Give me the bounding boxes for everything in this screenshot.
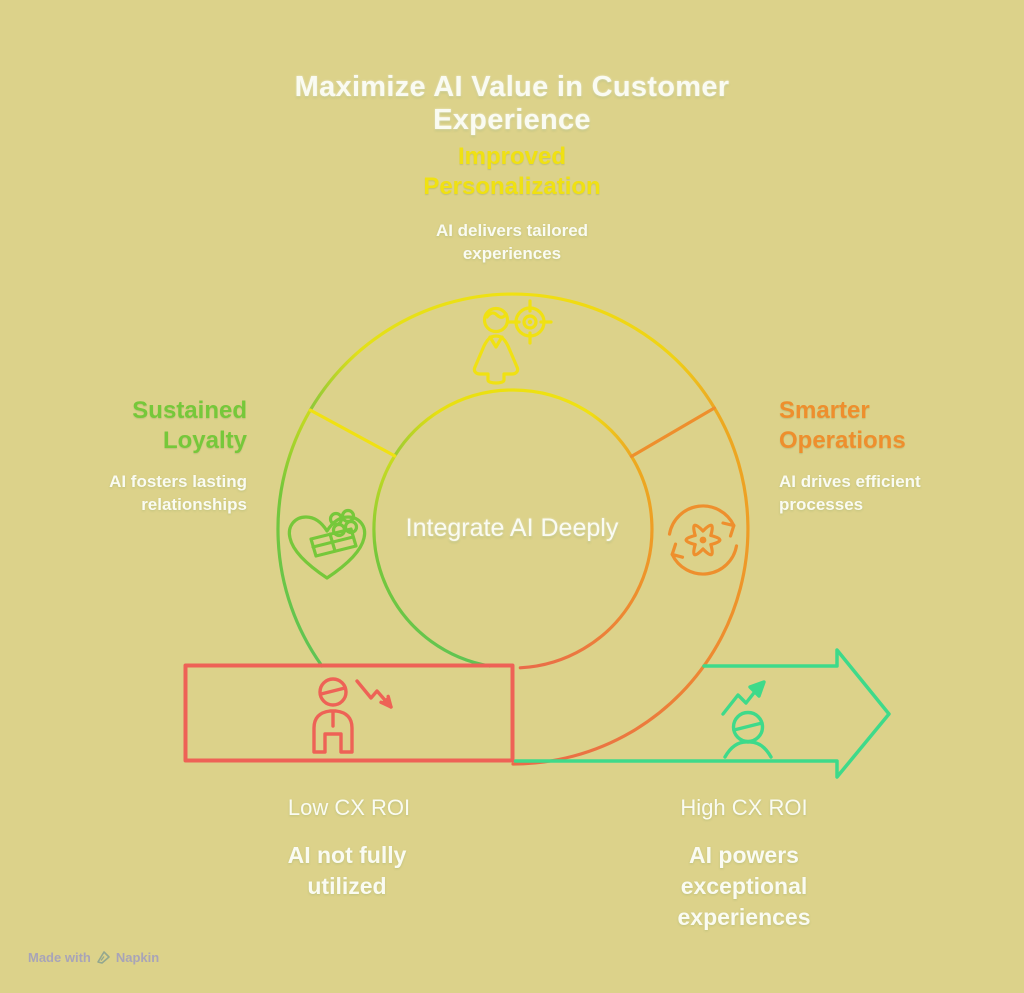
heart-gift-icon (287, 508, 367, 580)
sync-gear-icon (667, 504, 739, 576)
ring-outer-orange (511, 406, 750, 766)
person-decline-icon (312, 677, 393, 754)
high-roi-desc: AI powers exceptional experiences (677, 842, 811, 930)
napkin-brand-label: Napkin (115, 950, 160, 965)
ring-outer-yellow (308, 292, 716, 412)
low-roi-desc: AI not fully utilized (287, 842, 407, 899)
ring-inner-yellow (393, 388, 634, 458)
person-rise-icon (721, 680, 773, 759)
ring-outer-green (276, 408, 324, 668)
low-roi-box (183, 663, 515, 763)
segment-desc-personalization: AI delivers tailored experiences (435, 221, 589, 263)
page-title: Maximize AI Value in Customer Experience (294, 71, 730, 136)
made-with-napkin-credit: Made with Napkin (28, 950, 159, 965)
segment-title-personalization: Improved Personalization (423, 143, 601, 200)
divider-yellow-green (308, 408, 397, 458)
ring-inner-orange (518, 454, 654, 670)
low-roi-label: Low CX ROI (287, 795, 411, 820)
segment-desc-loyalty: AI fosters lasting relationships (109, 472, 247, 514)
segment-title-loyalty: Sustained Loyalty (132, 397, 247, 454)
segment-desc-operations: AI drives efficient processes (779, 472, 921, 514)
divider-yellow-orange (629, 406, 716, 458)
donut-ring (276, 292, 750, 766)
center-label: Integrate AI Deeply (405, 514, 619, 542)
high-roi-label: High CX ROI (680, 795, 808, 820)
made-with-label: Made with (28, 950, 91, 965)
segment-title-operations: Smarter Operations (779, 397, 906, 454)
napkin-logo-icon (97, 951, 110, 964)
ring-inner-green (372, 454, 492, 668)
high-roi-arrow (513, 648, 891, 779)
person-target-icon (472, 299, 553, 385)
